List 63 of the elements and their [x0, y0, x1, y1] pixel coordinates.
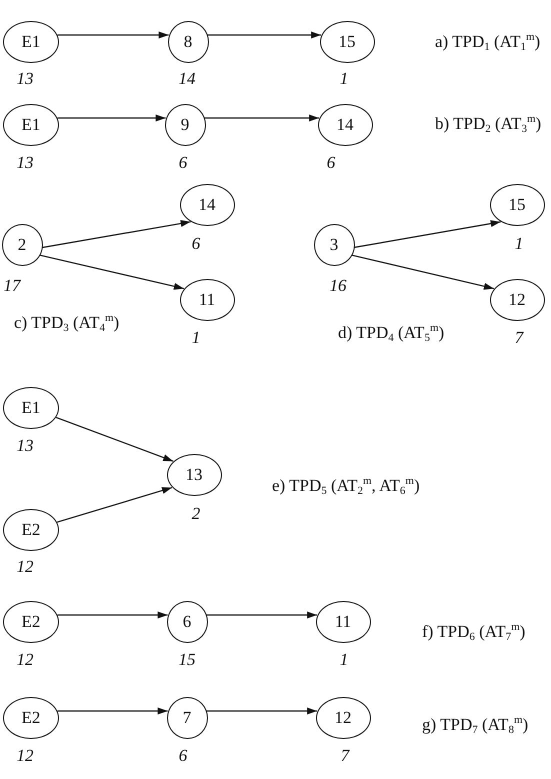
node-label: 9	[180, 115, 190, 135]
value-label: 1	[514, 234, 524, 254]
arrow	[206, 612, 318, 618]
node-label: 3	[330, 235, 338, 255]
value-label: 13	[16, 436, 34, 456]
value-label: 6	[326, 153, 336, 173]
arrow	[352, 254, 494, 290]
arrow	[40, 254, 184, 290]
value-label: 12	[16, 557, 34, 577]
panel-caption: e) TPD$_{5}$ (AT$_{2}$$^{m}$, AT$_{6}$$^{m}$)	[272, 475, 420, 497]
panel-caption: a) TPD$_{1}$ (AT$_{1}$$^{m}$)	[435, 31, 540, 53]
value-label: 13	[16, 69, 34, 89]
node-label: 6	[182, 612, 192, 632]
arrow	[57, 612, 168, 618]
arrow	[42, 220, 191, 248]
panel-caption: c) TPD$_{3}$ (AT$_{4}$$^{m}$)	[14, 312, 120, 334]
value-label: 7	[514, 328, 524, 348]
value-label: 15	[178, 650, 196, 670]
node-label: E1	[22, 398, 40, 418]
arrow	[204, 114, 320, 122]
value-label: 6	[192, 234, 200, 254]
value-label: 1	[340, 69, 348, 89]
value-label: 6	[178, 746, 188, 766]
value-label: 2	[192, 504, 200, 524]
value-label: 17	[4, 276, 20, 296]
arrow	[57, 114, 166, 122]
value-label: 14	[178, 69, 196, 89]
value-label: 12	[16, 650, 34, 670]
panel-caption: d) TPD$_{4}$ (AT$_{5}$$^{m}$)	[338, 322, 444, 344]
node-label: 11	[198, 290, 216, 310]
arrow	[57, 708, 168, 714]
node-label: 14	[198, 195, 216, 215]
arrow	[56, 487, 172, 523]
node-label: 14	[336, 115, 354, 135]
value-label: 12	[16, 746, 34, 766]
node-label: E2	[22, 520, 40, 540]
value-label: 16	[330, 276, 346, 296]
node-label: E1	[22, 115, 40, 135]
value-label: 7	[340, 746, 350, 766]
value-label: 1	[192, 328, 200, 348]
value-label: 1	[340, 650, 348, 670]
panel-caption: g) TPD$_{7}$ (AT$_{8}$$^{m}$)	[422, 714, 528, 736]
node-label: 11	[334, 612, 352, 632]
node-label: E1	[22, 32, 40, 52]
node-label: 12	[334, 708, 352, 728]
arrow	[57, 32, 169, 38]
node-label: E2	[22, 708, 40, 728]
panel-caption: b) TPD$_{2}$ (AT$_{3}$$^{m}$)	[435, 113, 542, 135]
arrow	[206, 708, 318, 714]
arrow	[207, 32, 322, 38]
node-label: 2	[18, 235, 26, 255]
value-label: 13	[16, 153, 34, 173]
node-label: 7	[182, 708, 192, 728]
node-label: 15	[338, 32, 356, 52]
arrow	[354, 220, 501, 248]
node-label: E2	[22, 612, 40, 632]
node-label: 8	[184, 32, 192, 52]
node-label: 12	[508, 290, 526, 310]
value-label: 6	[178, 153, 188, 173]
arrow	[56, 416, 174, 462]
panel-caption: f) TPD$_{6}$ (AT$_{7}$$^{m}$)	[422, 621, 526, 643]
node-label: 15	[508, 195, 526, 215]
node-label: 13	[186, 465, 202, 485]
